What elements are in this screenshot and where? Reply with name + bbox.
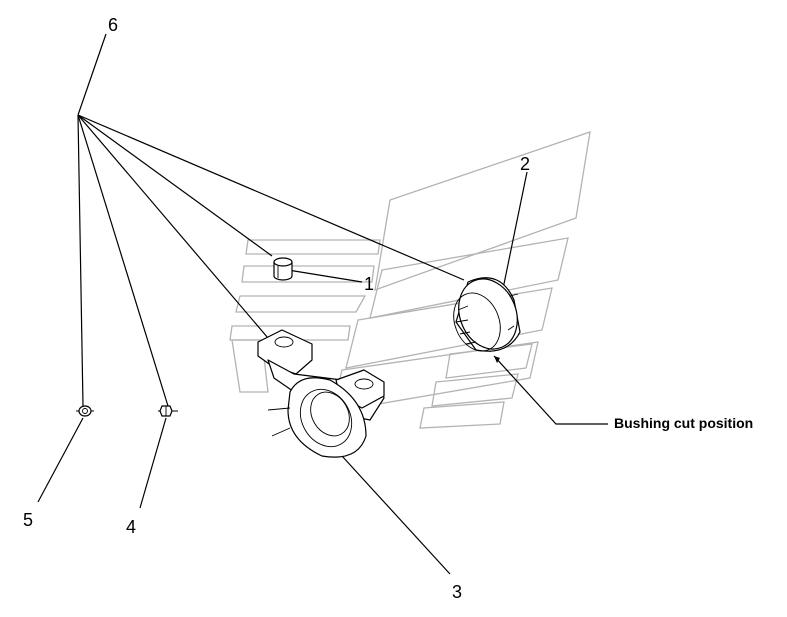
leader-1 (287, 269, 363, 283)
leader-3 (341, 455, 451, 575)
leader-arrowhead (494, 356, 500, 363)
callout-5: 5 (23, 510, 33, 530)
bushing-cut-position-label: Bushing cut position (614, 415, 753, 431)
leader-6-to-3 (77, 114, 269, 339)
leader-5 (37, 417, 84, 503)
part-1-sleeve (273, 257, 293, 281)
leader-6-to-5 (77, 114, 84, 407)
leader-bushing-cut (493, 355, 608, 425)
callout-2: 2 (520, 154, 530, 174)
leader-lines (37, 33, 608, 575)
part-4-fitting (158, 405, 178, 417)
leader-6-to-2 (77, 114, 465, 281)
leader-6-to-1 (77, 114, 273, 257)
callout-6: 6 (108, 15, 118, 35)
leader-4 (139, 417, 167, 509)
callout-1: 1 (364, 274, 374, 294)
leader-6-to-4 (77, 114, 169, 407)
part-5-nut (76, 405, 94, 417)
bushing-slots (455, 293, 519, 345)
part-3-rocker-arm (257, 329, 385, 458)
part-2-bushing (453, 277, 521, 352)
callout-3: 3 (452, 582, 462, 602)
leader-6-stub (77, 33, 107, 116)
callout-4: 4 (126, 517, 136, 537)
